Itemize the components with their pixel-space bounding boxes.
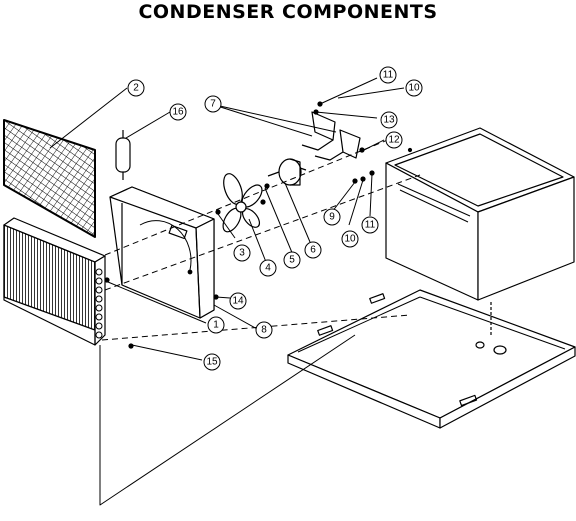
condenser-grille [3, 119, 96, 238]
svg-text:5: 5 [289, 255, 295, 266]
fan-motor [267, 158, 307, 186]
svg-text:14: 14 [232, 296, 244, 307]
fan-shroud [109, 186, 215, 319]
svg-text:10: 10 [408, 83, 420, 94]
svg-text:16: 16 [172, 107, 184, 118]
svg-text:11: 11 [365, 220, 376, 231]
callout-labels: 1 2 3 4 5 6 7 8 9 10 10 11 11 12 13 14 1… [127, 66, 423, 371]
base-pan [287, 289, 576, 429]
svg-text:4: 4 [265, 263, 271, 274]
motor-bracket [301, 111, 361, 161]
callout-15: 15 [203, 353, 221, 371]
callout-16: 16 [169, 103, 187, 121]
svg-text:7: 7 [210, 99, 216, 110]
assembly-guide-line-lower [99, 334, 356, 506]
callout-5: 5 [283, 251, 301, 269]
callout-14: 14 [229, 292, 247, 310]
svg-text:8: 8 [261, 325, 267, 336]
fan-blade [222, 173, 263, 233]
callout-6: 6 [304, 241, 322, 259]
condenser-coil [3, 217, 106, 346]
svg-text:15: 15 [206, 357, 218, 368]
svg-text:11: 11 [383, 70, 394, 81]
svg-text:9: 9 [329, 212, 335, 223]
callout-10b: 10 [341, 230, 359, 248]
callout-11a: 11 [379, 66, 397, 84]
diagram-title: CONDENSER COMPONENTS [138, 1, 438, 23]
svg-text:2: 2 [133, 83, 139, 94]
callout-3: 3 [233, 244, 251, 262]
callout-7: 7 [204, 95, 222, 113]
svg-text:13: 13 [383, 115, 395, 126]
svg-text:3: 3 [239, 248, 245, 259]
callout-13: 13 [380, 111, 398, 129]
svg-text:1: 1 [213, 320, 219, 331]
svg-text:6: 6 [310, 245, 316, 256]
svg-text:10: 10 [344, 234, 356, 245]
filter-drier [115, 130, 131, 180]
callout-2: 2 [127, 79, 145, 97]
callout-12: 12 [385, 131, 403, 149]
leader-lines [49, 77, 405, 361]
callout-4: 4 [259, 259, 277, 277]
callout-10a: 10 [405, 79, 423, 97]
callout-8: 8 [255, 321, 273, 339]
callout-1: 1 [207, 316, 225, 334]
callout-11b: 11 [361, 216, 379, 234]
svg-text:12: 12 [388, 135, 400, 146]
cabinet-housing [385, 127, 575, 301]
callout-9: 9 [323, 208, 341, 226]
